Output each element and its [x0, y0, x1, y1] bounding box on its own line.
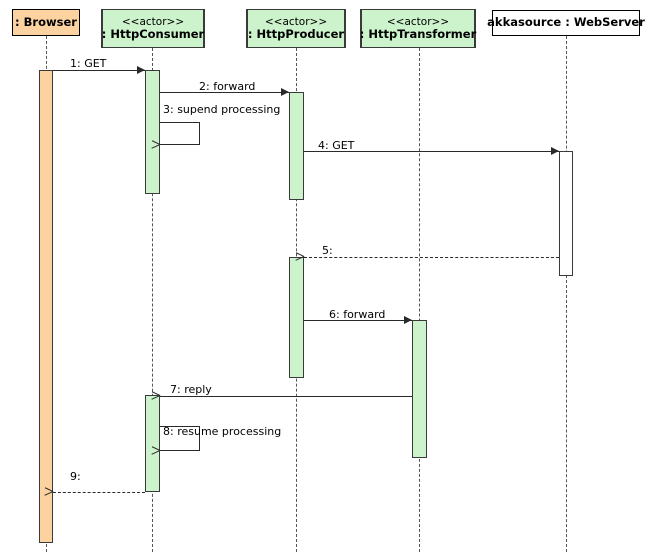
participant-http-consumer[interactable]: <<actor>>: HttpConsumer [101, 9, 205, 48]
participant-browser[interactable]: : Browser [12, 9, 80, 36]
message-line-4[interactable] [304, 151, 559, 152]
message-line-9[interactable] [53, 492, 145, 493]
participant-name: akkasource : WebServer [487, 15, 645, 30]
arrowhead-icon-9 [53, 488, 61, 497]
participant-name: : HttpProducer [247, 26, 345, 41]
activation-bar-http-transformer[interactable] [412, 320, 427, 458]
message-label-3: 3: supend processing [163, 103, 281, 116]
arrowhead-icon-3 [160, 141, 168, 150]
message-line-5[interactable] [304, 257, 559, 258]
activation-bar-web-server[interactable] [559, 151, 573, 276]
message-label-9: 9: [70, 470, 81, 483]
participant-name: : HttpTransformer [359, 26, 477, 41]
arrowhead-icon-6 [404, 316, 412, 324]
message-label-8: 8: resume processing [163, 425, 282, 438]
message-label-1: 1: GET [70, 57, 107, 70]
arrowhead-icon-7 [160, 392, 168, 401]
self-message-8[interactable] [160, 426, 200, 451]
message-label-4: 4: GET [318, 139, 355, 152]
activation-bar-http-consumer[interactable] [145, 395, 160, 492]
activation-bar-browser[interactable] [39, 70, 53, 543]
arrowhead-icon-8 [160, 447, 168, 456]
self-message-3[interactable] [160, 122, 200, 145]
participant-http-producer[interactable]: <<actor>>: HttpProducer [246, 9, 346, 48]
arrowhead-icon-1 [137, 66, 145, 74]
message-line-2[interactable] [160, 92, 289, 93]
activation-bar-http-consumer[interactable] [145, 70, 160, 194]
arrowhead-icon-2 [281, 88, 289, 96]
message-line-7[interactable] [160, 396, 412, 397]
arrowhead-icon-5 [304, 253, 312, 262]
message-label-2: 2: forward [199, 80, 256, 93]
message-label-5: 5: [322, 244, 333, 257]
lifeline-web-server [566, 36, 567, 552]
message-line-1[interactable] [53, 70, 145, 71]
arrowhead-icon-4 [551, 147, 559, 155]
participant-stereotype: <<actor>> [386, 15, 450, 28]
participant-name: : HttpConsumer [101, 26, 205, 41]
lifeline-http-transformer [419, 48, 420, 552]
message-line-6[interactable] [304, 320, 412, 321]
lifeline-http-consumer [152, 48, 153, 552]
participant-stereotype: <<actor>> [264, 15, 328, 28]
message-label-7: 7: reply [170, 383, 212, 396]
participant-stereotype: <<actor>> [121, 15, 185, 28]
activation-bar-http-producer[interactable] [289, 92, 304, 200]
participant-http-transformer[interactable]: <<actor>>: HttpTransformer [360, 9, 476, 48]
participant-name: : Browser [15, 14, 77, 29]
activation-bar-http-producer[interactable] [289, 257, 304, 378]
participant-web-server[interactable]: akkasource : WebServer [487, 10, 645, 36]
message-label-6: 6: forward [329, 308, 386, 321]
